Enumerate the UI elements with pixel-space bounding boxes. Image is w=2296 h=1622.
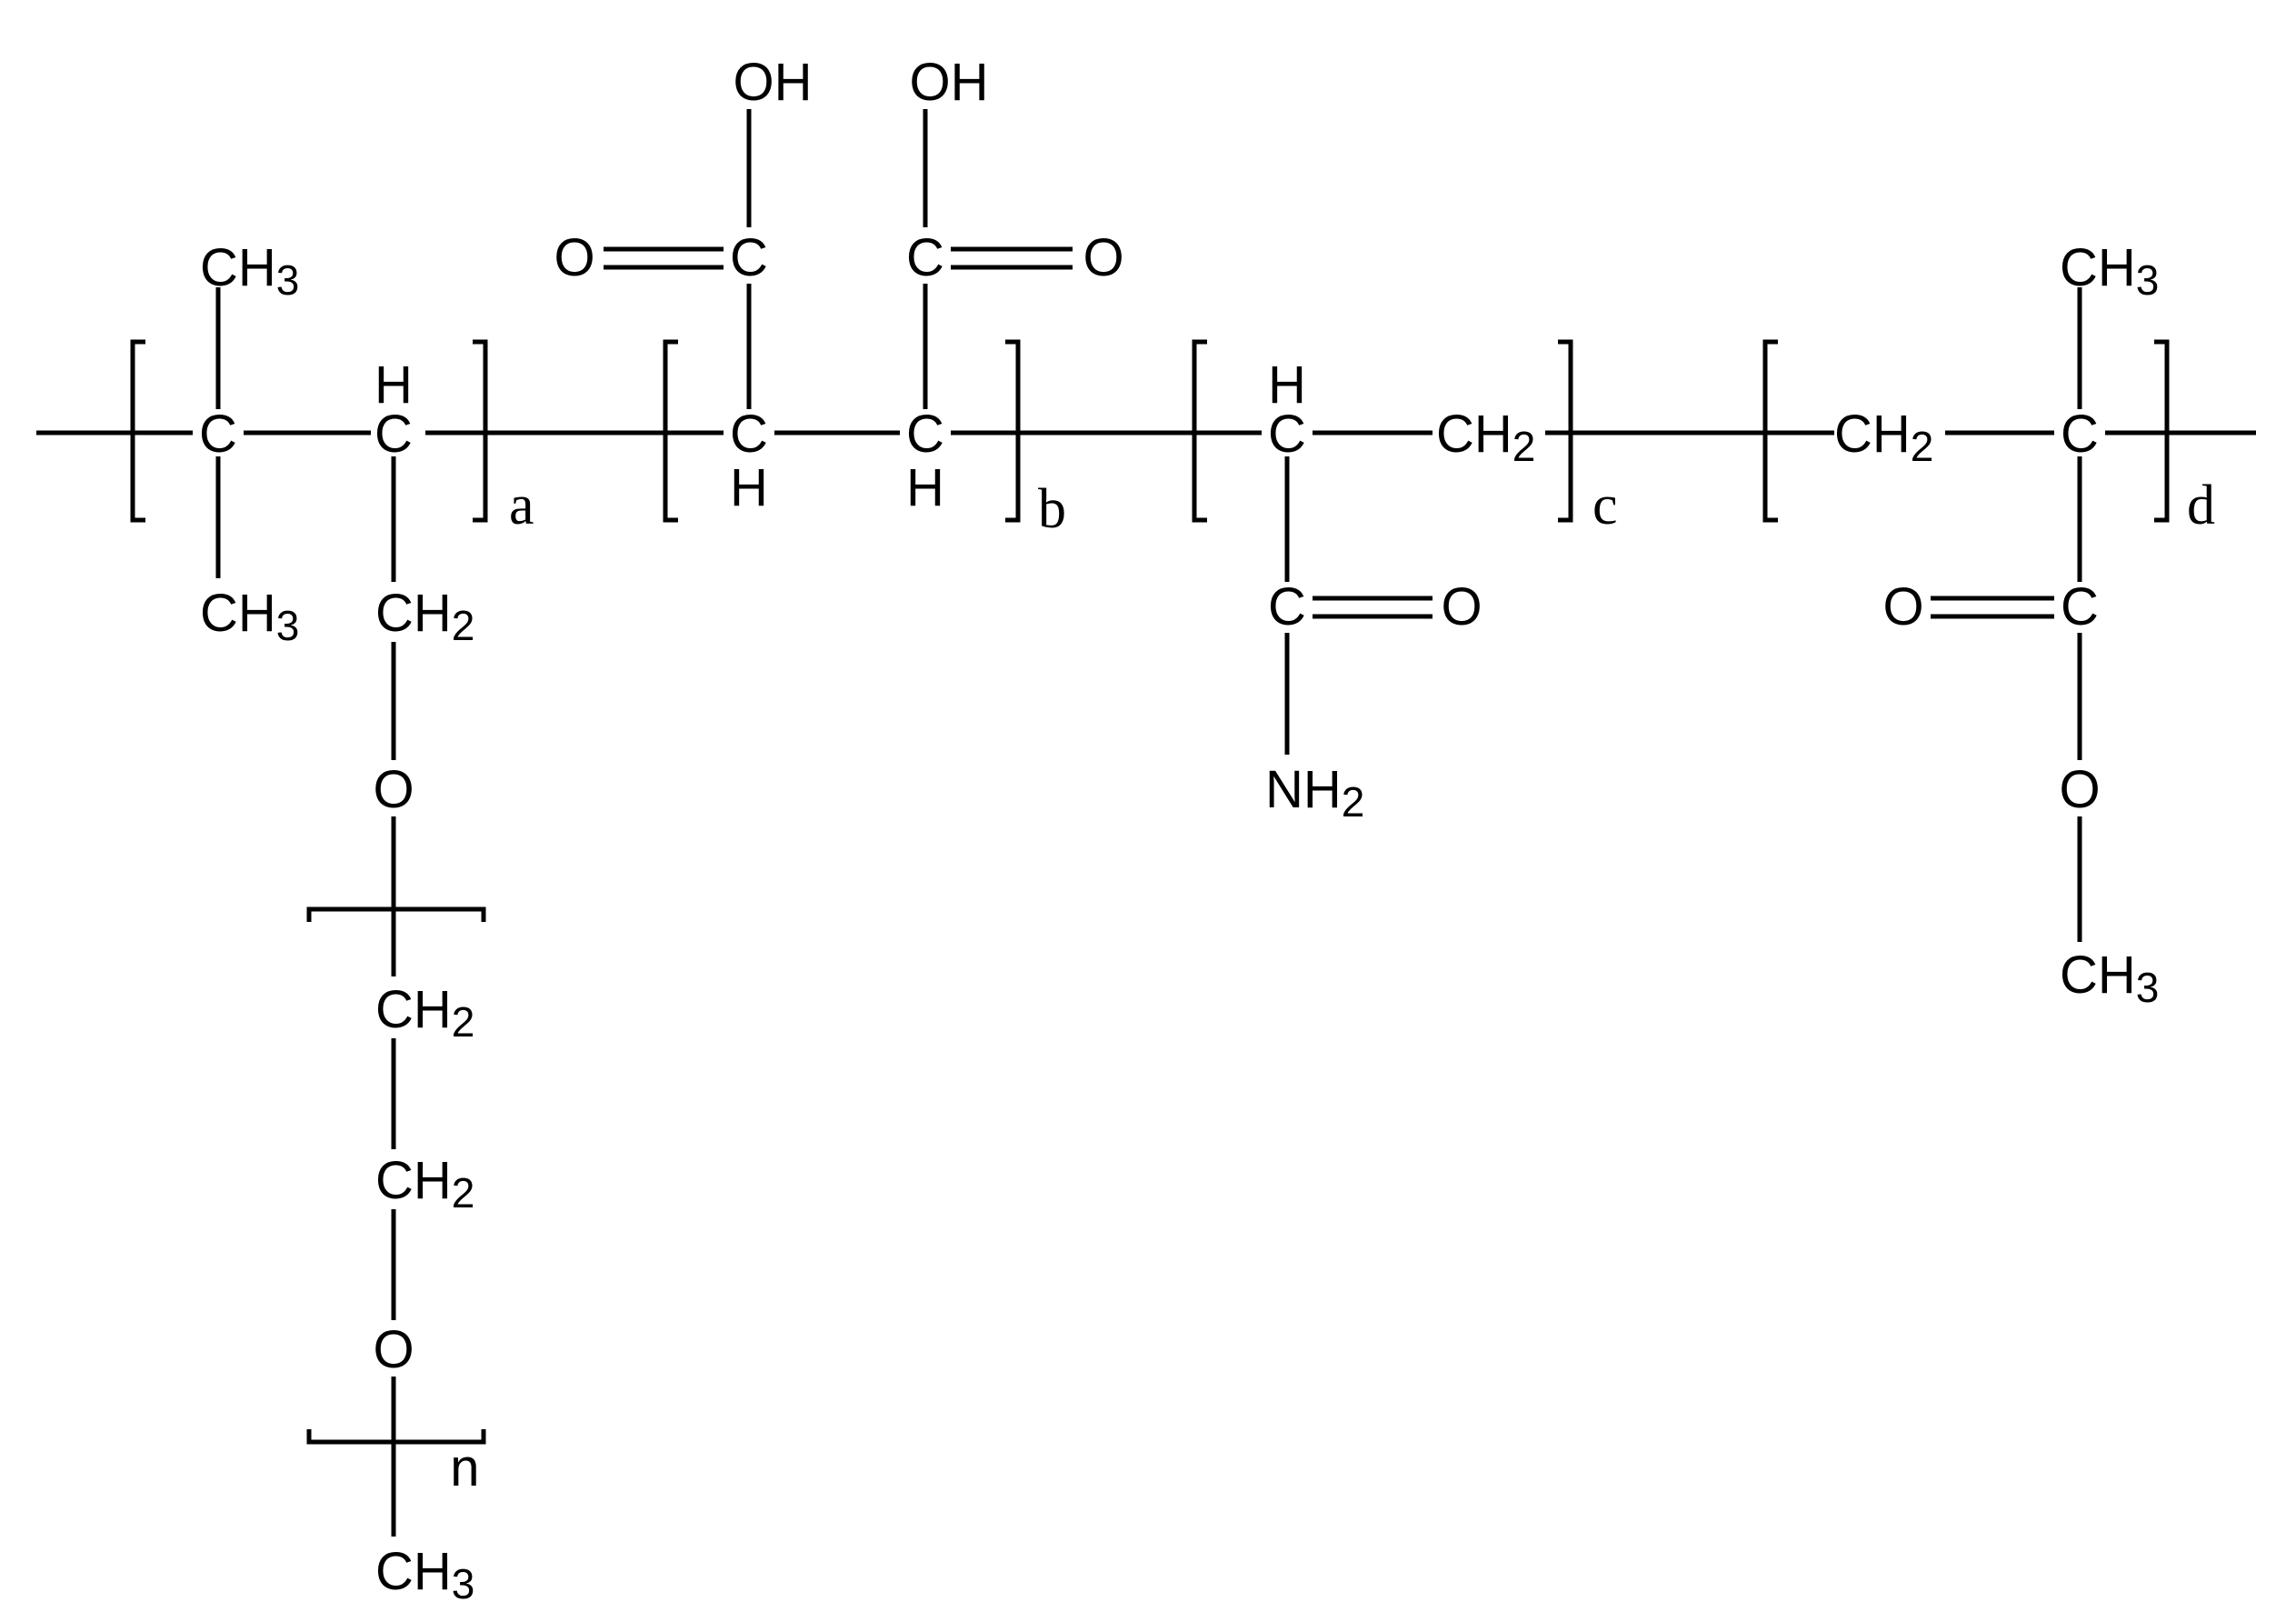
methyl-top-a: CH3 (200, 238, 299, 304)
ester-methyl: CH3 (2060, 946, 2159, 1011)
hydroxyl-1: OH (734, 53, 813, 112)
ester-carbonyl-oxygen: O (1882, 577, 1923, 636)
bracket-n-top (306, 906, 486, 922)
atom-labels: CH3 C CH3 H C CH2 O CH2 CH2 O CH3 OH O C… (199, 53, 2159, 1607)
bracket-d-right (2154, 339, 2170, 523)
index-c: c (1592, 475, 1618, 536)
repeat-indices: a b c d n (449, 475, 2215, 1502)
index-b: b (1038, 478, 1066, 540)
terminal-methyl: CH3 (375, 1542, 474, 1607)
hydroxyl-2: OH (910, 53, 989, 112)
methyl-top-d: CH3 (2060, 238, 2159, 304)
ester-oxygen: O (2059, 760, 2100, 819)
hydrogen-a: H (374, 355, 413, 415)
bracket-c-right (1558, 339, 1573, 523)
carbonyl-oxygen-b1: O (554, 228, 594, 287)
bonds (36, 109, 2256, 1537)
hydrogen-b2: H (906, 458, 944, 517)
methylene-d: CH2 (1834, 405, 1933, 470)
methine-carbon-c: C (1268, 405, 1306, 464)
quaternary-carbon-a: C (199, 405, 237, 464)
index-a: a (509, 475, 534, 536)
methyl-bottom-a: CH3 (200, 584, 299, 649)
methine-carbon-b2: C (906, 405, 944, 464)
bracket-c-left (1192, 339, 1207, 523)
carbonyl-oxygen-b2: O (1083, 228, 1123, 287)
methylene-c: CH2 (1436, 405, 1535, 470)
amide-oxygen: O (1441, 577, 1482, 636)
methine-carbon-a: C (374, 405, 413, 464)
index-n: n (449, 1443, 481, 1502)
hydrogen-b1: H (730, 458, 768, 517)
amide-nitrogen: NH2 (1265, 760, 1364, 826)
hydrogen-c: H (1268, 355, 1306, 415)
carboxyl-carbon-2: C (906, 228, 944, 287)
bracket-d-left (1762, 339, 1778, 523)
methine-carbon-b1: C (730, 405, 768, 464)
amide-carbon: C (1268, 577, 1306, 636)
repeat-brackets (130, 339, 2170, 1445)
bracket-a-left (130, 339, 145, 523)
ether-oxygen-2: O (373, 1320, 414, 1379)
ester-carbon: C (2061, 577, 2099, 636)
quaternary-carbon-d: C (2061, 405, 2099, 464)
methylene-side-2: CH2 (375, 980, 474, 1046)
index-d: d (2187, 475, 2215, 536)
bracket-a-right (473, 339, 488, 523)
bracket-b-left (663, 339, 678, 523)
methylene-side-1: CH2 (375, 584, 474, 649)
bracket-n-bottom (306, 1429, 486, 1445)
methylene-side-3: CH2 (375, 1151, 474, 1216)
bracket-b-right (1005, 339, 1021, 523)
ether-oxygen-1: O (373, 760, 414, 819)
carboxyl-carbon-1: C (730, 228, 768, 287)
